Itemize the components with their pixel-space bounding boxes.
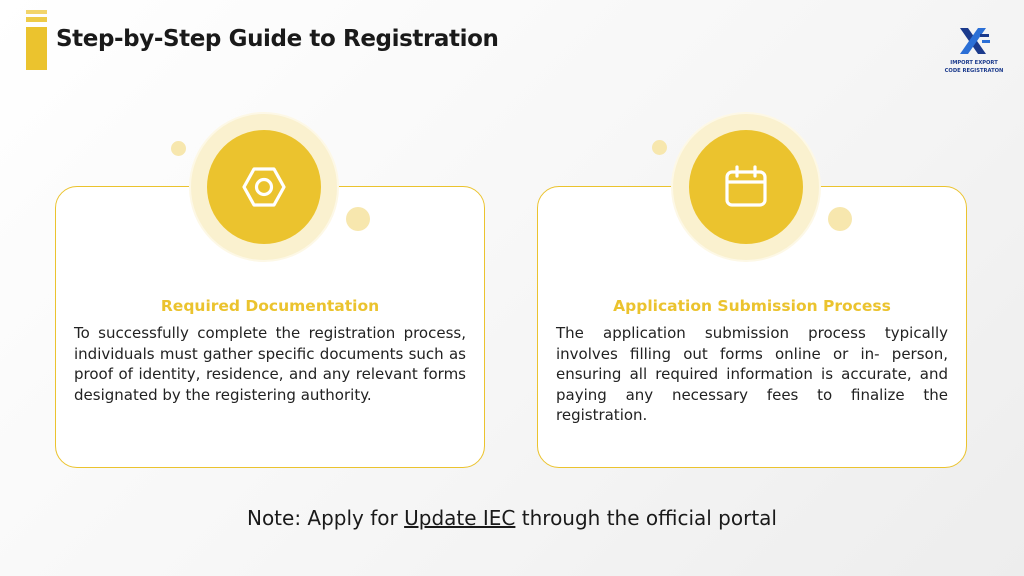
page-title: Step-by-Step Guide to Registration (56, 26, 499, 52)
card-description: The application submission process typic… (556, 324, 948, 424)
icon-badge (673, 114, 819, 260)
card-title: Application Submission Process (613, 297, 891, 315)
hexagon-nut-icon (242, 167, 286, 207)
decorative-dot (652, 140, 667, 155)
decorative-dot (828, 207, 852, 231)
title-accent-bar (26, 10, 47, 14)
card-description: To successfully complete the registratio… (74, 324, 466, 404)
decorative-dot (171, 141, 186, 156)
logo-text-line: IMPORT EXPORT (950, 60, 998, 66)
title-accent-bar (26, 27, 47, 70)
logo-text-line: CODE REGISTRATON (944, 68, 1004, 74)
update-iec-link[interactable]: Update IEC (404, 506, 516, 530)
brand-logo: IMPORT EXPORT CODE REGISTRATON (938, 24, 1010, 74)
card-title: Required Documentation (160, 297, 380, 315)
title-accent-bar (26, 17, 47, 22)
decorative-dot (346, 207, 370, 231)
footer-note: Note: Apply for Update IEC through the o… (0, 506, 1024, 530)
logo-mark-icon (960, 28, 990, 54)
note-prefix: Note: Apply for (246, 506, 405, 530)
icon-badge (191, 114, 337, 260)
note-suffix: through the official portal (515, 506, 777, 530)
calendar-icon (725, 165, 767, 207)
